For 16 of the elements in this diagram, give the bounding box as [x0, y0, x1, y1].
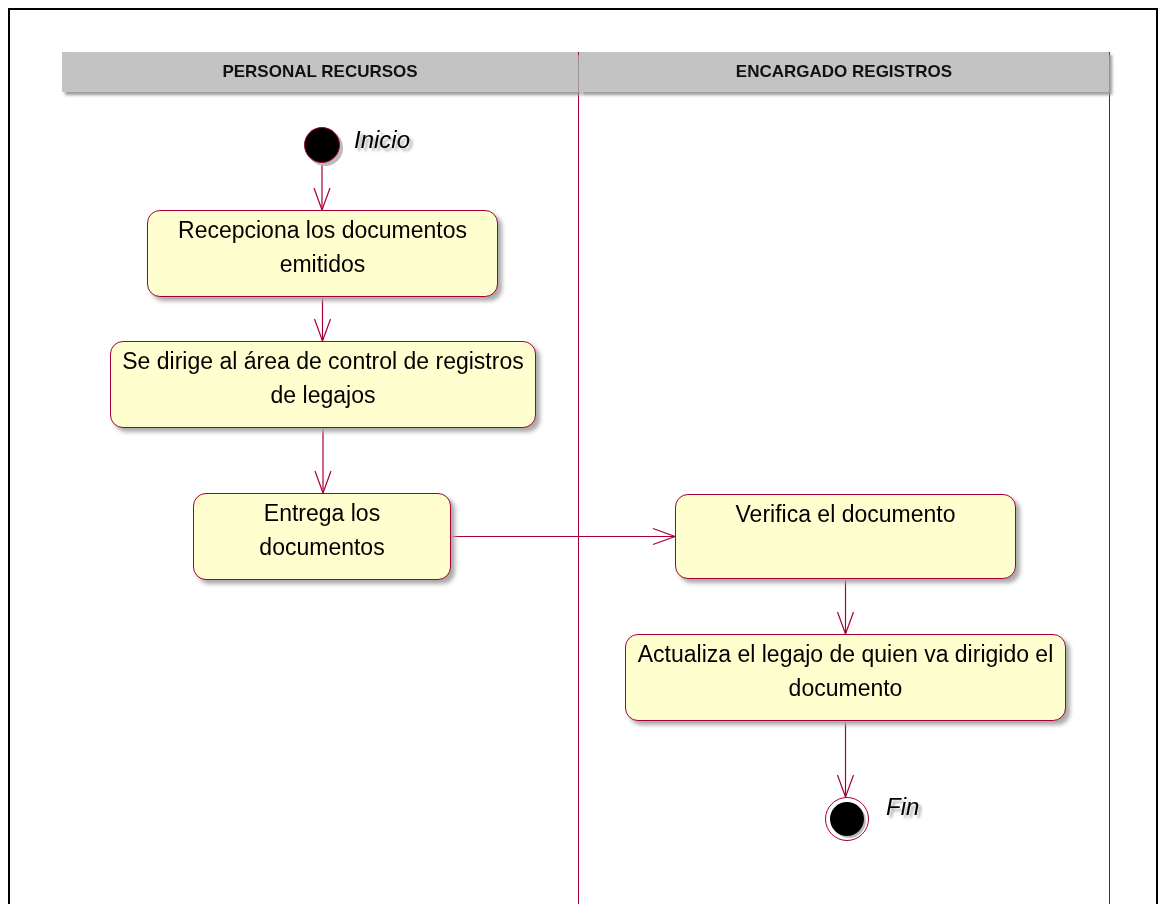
activity-box: Se dirige al área de control de registros de legajos: [110, 341, 536, 428]
arrow: [836, 720, 855, 798]
activity-box: Actualiza el legajo de quien va dirigido el documento: [625, 634, 1066, 721]
activity-box: Recepciona los documentos emitidos: [147, 210, 498, 297]
lane-header: PERSONAL RECURSOS: [62, 52, 578, 92]
lane-header: ENCARGADO REGISTROS: [579, 52, 1109, 92]
arrow: [836, 578, 855, 635]
end-node: [825, 797, 869, 841]
arrow: [314, 427, 332, 494]
node-caption: Inicio: [354, 126, 411, 154]
arrow: [450, 527, 676, 546]
activity-box: Entrega los documentos: [193, 493, 451, 580]
start-node: [304, 127, 340, 163]
arrow: [313, 296, 332, 342]
node-caption: Fin: [886, 793, 920, 821]
activity-box: Verifica el documento: [675, 494, 1016, 579]
